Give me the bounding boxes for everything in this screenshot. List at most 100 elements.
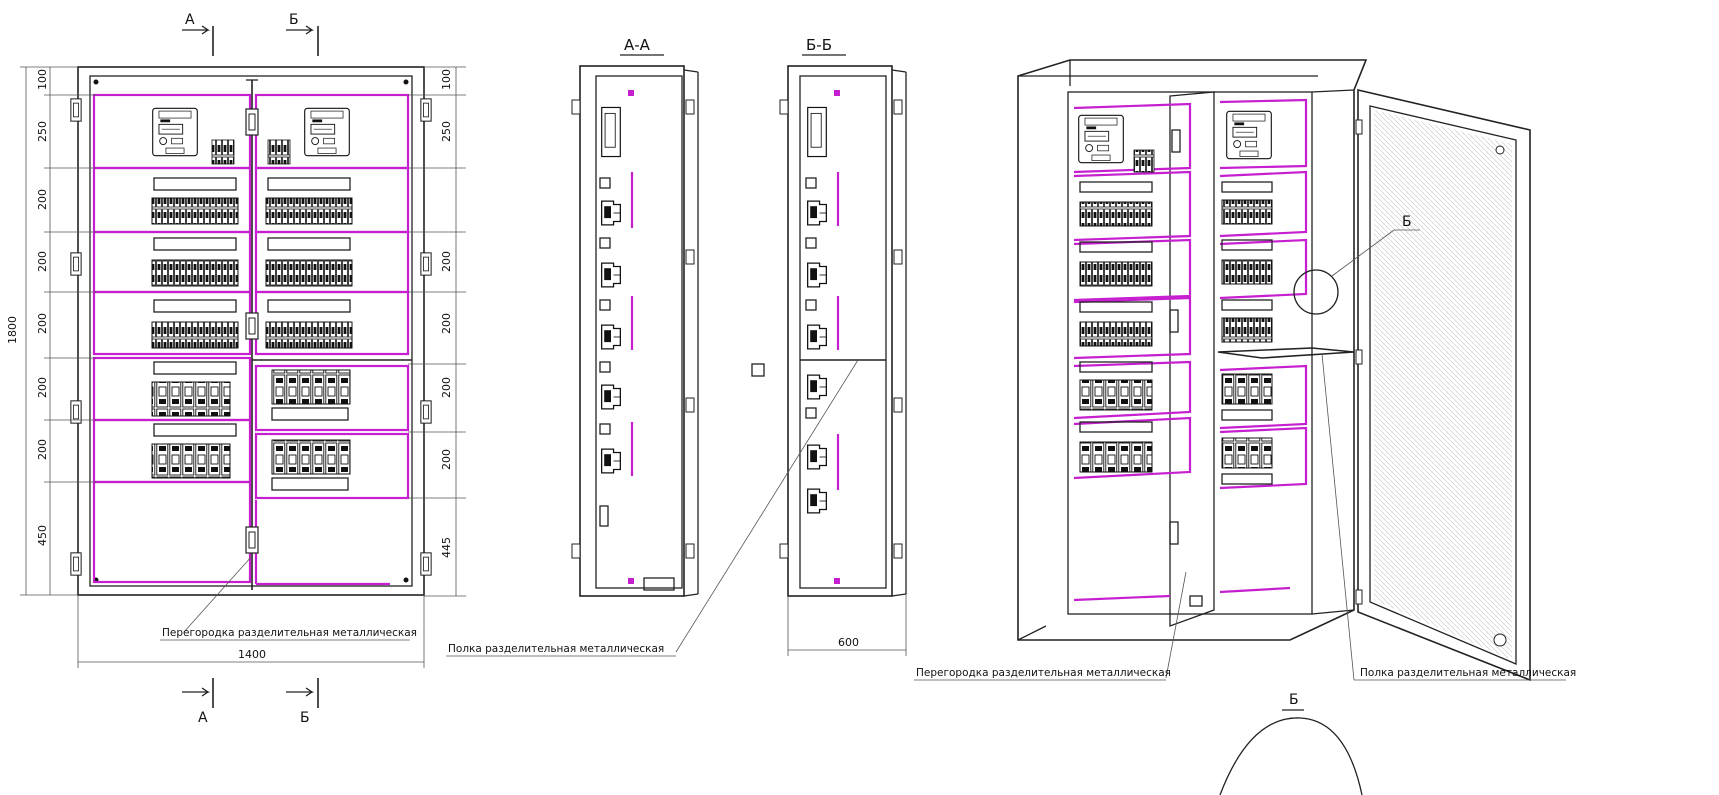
din-rail-frame: [92, 480, 252, 584]
label-strip: [1221, 473, 1273, 485]
dimension-right-7: 445: [440, 537, 453, 558]
isometric-view: Б Перегородка разделительная металлическ…: [914, 59, 1576, 795]
din-rail: [1219, 364, 1308, 430]
label-strip: [805, 237, 817, 249]
circuit-breaker-icon: [601, 262, 621, 288]
label-strip: [1079, 241, 1153, 253]
partition-foot: [1189, 595, 1203, 607]
hinge-icon: [420, 552, 432, 576]
section-bb-body: [787, 65, 893, 597]
hinge-icon: [779, 99, 789, 115]
detail-view-arc: [1219, 717, 1363, 795]
circuit-breaker-icon: [151, 197, 239, 225]
dimension-width-total: 1400: [238, 648, 266, 661]
dimension-right-6: 200: [440, 449, 453, 470]
door-edge: [891, 69, 907, 73]
label-strip: [599, 177, 611, 189]
din-rail: [628, 90, 634, 96]
mount-hole: [93, 79, 99, 85]
circuit-breaker-icon: [151, 443, 231, 479]
circuit-breaker-icon: [211, 139, 235, 165]
label-strip: [153, 423, 237, 437]
electric-meter-icon: [600, 106, 622, 158]
section-bb: Б-Б 600 По: [446, 36, 907, 657]
dimension-right-3: 200: [440, 251, 453, 272]
label-strip: [805, 407, 817, 419]
partition-lock-icon: [1171, 129, 1181, 153]
label-strip: [153, 237, 237, 251]
circuit-breaker-icon: [1079, 441, 1153, 473]
din-rail: [1073, 170, 1192, 242]
circuit-breaker-icon: [151, 381, 231, 417]
section-aa-body: [579, 65, 685, 597]
circuit-breaker-icon: [807, 200, 827, 226]
section-title-bb: Б-Б: [806, 36, 832, 54]
label-strip: [1221, 181, 1273, 193]
label-strip: [1079, 361, 1153, 373]
section-cut-marks: А Б А Б: [182, 12, 319, 726]
leader-line: [675, 359, 859, 653]
dimension-depth: 600: [838, 636, 859, 649]
hinge-icon: [779, 543, 789, 559]
electric-meter-icon: [304, 107, 350, 157]
din-rail: [1073, 296, 1192, 360]
label-strip: [599, 423, 611, 435]
label-strip: [1079, 301, 1153, 313]
right-dimensions: [408, 66, 466, 597]
right-breaker-rows: [265, 177, 353, 491]
hinge-icon: [571, 99, 581, 115]
din-rail: [1219, 426, 1308, 490]
circuit-breaker-icon: [151, 259, 239, 287]
iso-edge: [1017, 625, 1047, 641]
label-strip: [267, 237, 351, 251]
front-cabinet-inner: [89, 75, 413, 587]
dimension-right-5: 200: [440, 377, 453, 398]
circuit-breaker-icon: [601, 324, 621, 350]
left-breaker-rows: [151, 177, 239, 479]
door-edge: [683, 593, 699, 597]
din-rail: [1219, 586, 1291, 594]
label-strip: [1221, 239, 1273, 251]
hinge-icon: [893, 543, 903, 559]
circuit-breaker-icon: [807, 324, 827, 350]
circuit-breaker-icon: [807, 444, 827, 470]
hinge-icon: [70, 252, 82, 276]
dimension-right-4: 200: [440, 313, 453, 334]
section-mark-b: Б: [300, 710, 310, 726]
section-bb-inner: [799, 75, 887, 589]
iso-door-inner: [1369, 105, 1517, 665]
left-dimensions: [20, 66, 96, 596]
label-strip: [805, 299, 817, 311]
hinge-icon: [1355, 119, 1363, 135]
leader-line: [1165, 571, 1187, 679]
din-rail: [1219, 170, 1308, 238]
circuit-breaker-icon: [265, 321, 353, 349]
dimension-height-total: 1800: [6, 316, 19, 344]
section-aa-inner: [595, 75, 683, 589]
dimension-left-6: 200: [36, 377, 49, 398]
dimension-left-3: 200: [36, 189, 49, 210]
hinge-icon: [1355, 349, 1363, 365]
hinge-icon: [420, 98, 432, 122]
dimension-left-2: 250: [36, 121, 49, 142]
iso-cabinet-body: [1017, 59, 1368, 641]
partition-lock-icon: [1169, 521, 1179, 545]
leader-line: [1331, 229, 1395, 277]
din-rail: [1073, 594, 1171, 602]
din-rail-frame: [254, 364, 410, 432]
detail-view-title: Б: [1289, 692, 1299, 708]
callout-partition-iso: Перегородка разделительная металлическая: [916, 667, 1171, 679]
dimension-right-1: 100: [440, 69, 453, 90]
dimension-right-2: 250: [440, 121, 453, 142]
din-rail: [1219, 238, 1308, 300]
din-rail: [628, 578, 634, 584]
callout-partition-front: Перегородка разделительная металлическая: [162, 627, 417, 639]
dimension-left-4: 200: [36, 251, 49, 272]
callout-shelf-section: Полка разделительная металлическая: [448, 643, 664, 655]
din-rail: [1219, 98, 1308, 170]
din-rail: [834, 578, 840, 584]
circuit-breaker-icon: [601, 448, 621, 474]
dimension-left-8: 450: [36, 525, 49, 546]
circuit-breaker-icon: [807, 374, 827, 400]
section-mark-a: А: [185, 12, 195, 28]
